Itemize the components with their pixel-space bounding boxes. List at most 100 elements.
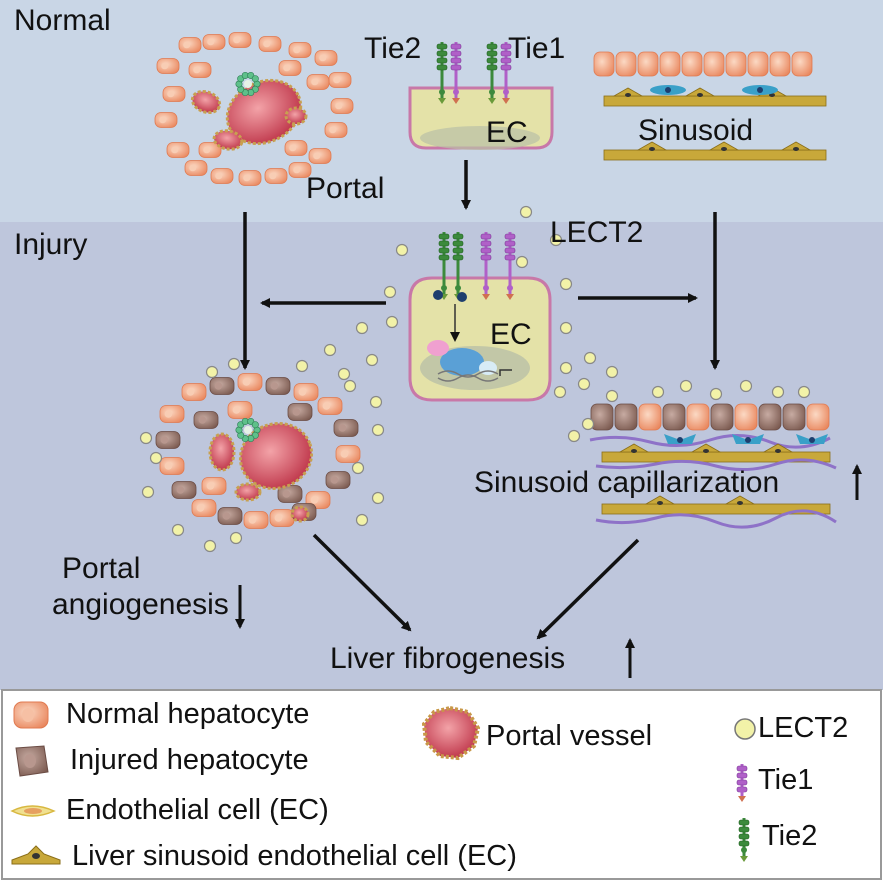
hepatocyte <box>686 403 710 431</box>
tie2-receptor <box>486 42 498 104</box>
lect2-dot <box>797 385 811 399</box>
hepatocyte <box>159 405 185 423</box>
portal-vessel-small <box>190 89 222 115</box>
dna-strand <box>437 370 499 378</box>
legend-lect2-label: LECT2 <box>758 712 849 744</box>
lect2-dot <box>139 431 153 445</box>
arrow-sinusoid-fibro <box>536 538 640 640</box>
portal-vessel-small <box>284 106 308 126</box>
sinusoid-hepatocyte <box>791 51 813 77</box>
legend-endothelial-cell-icon <box>10 805 56 817</box>
injured-hepatocyte <box>265 377 291 395</box>
lsec-layer-bottom <box>601 503 831 515</box>
lect2-dot <box>355 513 369 527</box>
lect2-dot <box>383 285 397 299</box>
tie1-receptor <box>504 232 516 300</box>
tie1-receptor <box>450 42 462 104</box>
hepatocyte <box>159 457 185 475</box>
hepatocyte <box>317 397 343 415</box>
legend-lsec-icon <box>11 845 61 865</box>
lect2-dot <box>227 357 241 371</box>
lect2-dot <box>343 379 357 393</box>
hepatocyte <box>198 142 222 158</box>
hepatocyte <box>243 511 269 529</box>
sinusoid-hepatocyte <box>615 51 637 77</box>
hepatocyte <box>228 32 252 48</box>
phospho-site <box>457 292 467 302</box>
portal-vessel-small <box>234 482 262 502</box>
lect2-dot <box>205 365 219 379</box>
lect2-dot <box>203 539 217 553</box>
hepatocyte <box>269 509 295 527</box>
lsec-layer-bottom <box>603 149 827 161</box>
lect2-dot <box>295 359 309 373</box>
lect2-dot <box>559 277 573 291</box>
lect2-dot <box>149 451 163 465</box>
legend-border <box>1 689 882 880</box>
lect2-dot <box>323 343 337 357</box>
legend-portal-vessel-icon <box>421 705 481 761</box>
legend-injured-hepatocyte-icon <box>15 745 49 777</box>
hepatocyte <box>178 37 202 53</box>
injured-hepatocyte <box>287 403 313 421</box>
hepatocyte <box>238 170 262 186</box>
legend-tie1-icon <box>736 764 748 802</box>
hepatocyte <box>162 86 186 102</box>
sinusoid-hepatocyte <box>637 51 659 77</box>
portal-angiogenesis-line1: Portal <box>62 552 141 585</box>
injured-hepatocyte <box>155 431 181 449</box>
portal-vessel-small <box>212 129 244 151</box>
lect2-dot <box>337 367 351 381</box>
hepatocyte <box>156 58 180 74</box>
legend-tie2-icon <box>738 818 750 862</box>
sinusoid-hepatocyte <box>769 51 791 77</box>
tie1-receptor <box>480 232 492 300</box>
normal-sinusoid <box>593 51 827 161</box>
sinusoid-hepatocyte <box>703 51 725 77</box>
injured-hepatocyte <box>710 403 734 431</box>
hepatocyte <box>328 72 352 88</box>
lect2-dot <box>651 385 665 399</box>
tie1-receptor <box>500 42 512 104</box>
tie2-receptor <box>738 818 750 862</box>
hepatocyte <box>284 140 308 156</box>
hepatocyte <box>210 168 234 184</box>
lect2-dot <box>581 417 595 431</box>
hepatocyte <box>201 477 227 495</box>
tie1-receptor <box>736 764 748 802</box>
tie2-label: Tie2 <box>364 32 422 65</box>
portal-vessel-large <box>238 422 314 490</box>
portal-label: Portal <box>306 172 385 205</box>
phospho-site <box>433 290 443 300</box>
injured-hepatocyte <box>217 507 243 525</box>
top-tie-receptors <box>436 42 512 104</box>
basement-membrane <box>595 458 837 471</box>
hepatocyte <box>278 60 302 76</box>
bile-duct <box>235 71 261 97</box>
hepatocyte <box>734 403 758 431</box>
sinusoid-hepatocyte <box>747 51 769 77</box>
mid-tie-receptors <box>433 232 516 302</box>
lect2-dot <box>605 365 619 379</box>
injured-hepatocyte <box>193 411 219 429</box>
lect2-dot <box>519 205 533 219</box>
legend-endothelial-cell-label: Endothelial cell (EC) <box>66 794 329 826</box>
lect2-dot <box>559 361 573 375</box>
legend-lsec-label: Liver sinusoid endothelial cell (EC) <box>72 840 517 872</box>
hepatocyte <box>154 112 178 128</box>
lect2-dot <box>605 389 619 403</box>
top-ec-label: EC <box>486 116 528 149</box>
sinusoid-capillarization-label: Sinusoid capillarization <box>474 466 780 499</box>
section-normal-label: Normal <box>14 4 111 37</box>
injured-hepatocyte <box>590 403 614 431</box>
hepatocyte <box>227 401 253 419</box>
hepatocyte <box>258 36 282 52</box>
injured-portal-cluster <box>155 373 361 529</box>
lect2-dot <box>371 423 385 437</box>
injured-hepatocyte <box>277 485 303 503</box>
tie2-receptor <box>436 42 448 104</box>
injured-hepatocyte <box>209 377 235 395</box>
lect2-dot <box>559 321 573 335</box>
basement-membrane <box>595 509 837 529</box>
